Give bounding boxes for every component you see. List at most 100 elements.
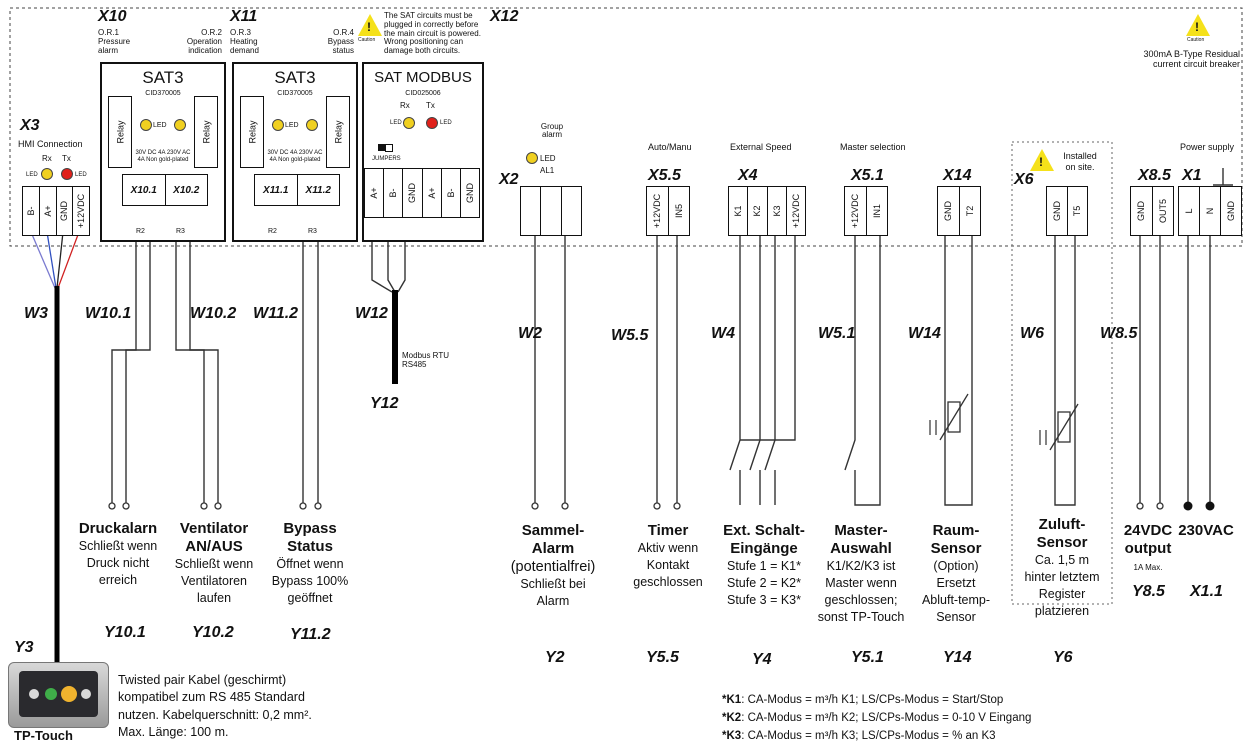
ventilator-description: Ventilator AN/AUS Schließt wenn Ventilat… <box>168 520 260 607</box>
modbus-led-label: LED <box>390 120 402 126</box>
x51-terminal: +12VDC <box>845 187 867 235</box>
w12-label: W12 <box>355 305 388 322</box>
y2-label: Y2 <box>545 649 565 666</box>
r2-label: R2 <box>136 228 145 235</box>
x2-terminal <box>562 187 581 235</box>
x1-label: X1 <box>1182 167 1202 184</box>
breaker-caution-text: Caution <box>1187 37 1205 43</box>
x4-terminal: K3 <box>768 187 787 235</box>
installed-warning-icon <box>1030 149 1054 171</box>
footnote-k3: *K3: CA-Modus = m³/h K3; LS/CPs-Modus = … <box>722 730 996 742</box>
x11-2-label: X11.2 <box>305 184 331 196</box>
y102-label: Y10.2 <box>192 624 234 641</box>
zuluft-sensor-text: Ca. 1,5 m hinter letztem Register platzi… <box>1024 553 1100 618</box>
hmi-tx-led <box>61 168 73 180</box>
led-indicator <box>306 119 318 131</box>
modbus-title: SAT MODBUS <box>374 69 472 86</box>
x1-terminal-block: L N GND <box>1178 186 1242 236</box>
or4-text: Bypass status <box>327 37 354 55</box>
x1-terminal: N <box>1200 187 1221 235</box>
bypass-description: Bypass Status Öffnet wenn Bypass 100% ge… <box>262 520 358 607</box>
x12-terminal: A+ <box>423 169 442 217</box>
x4-terminal: K1 <box>729 187 749 235</box>
relay-left: Relay <box>240 96 264 168</box>
zuluft-sensor-description: Zuluft-Sensor Ca. 1,5 m hinter letztem R… <box>1020 516 1104 620</box>
screen-button-icon <box>81 689 91 699</box>
breaker-warning-icon <box>1186 14 1210 36</box>
screen-button-icon <box>29 689 39 699</box>
caution-text: Caution <box>358 37 376 43</box>
druckalarm-text: Schließt wenn Druck nicht erreich <box>78 539 158 587</box>
sat3-module-x10: SAT3 CID370005 Relay Relay LED 30V DC 4A… <box>100 62 226 242</box>
w112-label: W11.2 <box>253 305 299 322</box>
x3-label: X3 <box>20 117 40 134</box>
sammel-alarm-text1: (potentialfrei) <box>510 559 596 575</box>
footnote-k2: *K2: CA-Modus = m³/h K2; LS/CPs-Modus = … <box>722 712 1032 724</box>
x12-terminal: GND <box>403 169 423 217</box>
bypass-text: Öffnet wenn Bypass 100% geöffnet <box>271 557 349 605</box>
w85-label: W8.5 <box>1100 325 1138 342</box>
x85-label: X8.5 <box>1138 167 1171 184</box>
led-label: LED <box>285 122 299 129</box>
x4-terminal: +12VDC <box>790 193 801 229</box>
y55-label: Y5.5 <box>646 649 679 666</box>
modbus-rx-label: Rx <box>400 101 410 110</box>
x12-terminal: B- <box>384 169 404 217</box>
or3-text: Heating demand <box>230 37 259 55</box>
tx-led <box>426 117 438 129</box>
or1-text: Pressure alarm <box>98 37 131 55</box>
y4-label: Y4 <box>752 651 772 668</box>
x85-terminal-block: GND OUT5 <box>1130 186 1174 236</box>
breaker-warning-mark-icon: ! <box>1195 20 1199 34</box>
hmi-rx-led <box>41 168 53 180</box>
y51-label: Y5.1 <box>851 649 884 666</box>
raum-sensor-description: Raum-Sensor (Option) Ersetzt Abluft-temp… <box>918 522 994 626</box>
power-supply-text: Power supply <box>1180 142 1235 152</box>
modbus-led-label: LED <box>440 120 452 126</box>
raum-sensor-text: (Option) Ersetzt Abluft-temp-Sensor <box>921 559 991 624</box>
x1-terminal: L <box>1179 187 1200 235</box>
x6-terminal: GND <box>1047 187 1068 235</box>
y3-label: Y3 <box>14 639 34 656</box>
x11-label: X11 <box>230 8 258 25</box>
modbus-rtu-text: Modbus RTU RS485 <box>402 351 449 369</box>
x14-label: X14 <box>943 167 972 184</box>
external-speed-text: External Speed <box>730 142 792 152</box>
x3-terminal: GND <box>57 187 74 235</box>
x12-terminal: GND <box>464 183 475 203</box>
x14-terminal-block: GND T2 <box>937 186 981 236</box>
sammel-alarm-title: Sammel-Alarm <box>521 522 585 557</box>
relay-rating: 30V DC 4A 230V AC 4A Non gold-plated <box>135 150 191 163</box>
tx-label: Tx <box>62 154 71 163</box>
y112-label: Y11.2 <box>290 626 331 643</box>
led-indicator <box>174 119 186 131</box>
sammel-alarm-description: Sammel-Alarm (potentialfrei) Schließt be… <box>503 522 603 610</box>
master-auswahl-title: Master-Auswahl <box>830 522 892 557</box>
y85-label: Y8.5 <box>1132 583 1165 600</box>
x55-terminal: IN5 <box>673 203 684 219</box>
timer-title: Timer <box>647 522 689 539</box>
x1-terminal: GND <box>1226 201 1236 221</box>
output-24vdc-text: 1A Max. <box>1133 563 1163 572</box>
timer-text: Aktiv wenn Kontakt geschlossen <box>633 541 703 589</box>
tp-touch-device <box>8 662 109 728</box>
led-indicator <box>140 119 152 131</box>
x4-terminal: K2 <box>748 187 768 235</box>
bypass-title: Bypass Status <box>283 520 337 555</box>
jumper-icon <box>385 144 393 152</box>
x6-label: X6 <box>1014 171 1034 188</box>
x3-terminal-block: B- A+ GND +12VDC <box>22 186 90 236</box>
x10-2-label: X10.2 <box>173 184 200 196</box>
screen-button-icon <box>61 686 77 702</box>
jumpers-label: JUMPERS <box>372 156 401 162</box>
y12-label: Y12 <box>370 395 399 412</box>
w101-label: W10.1 <box>85 305 132 322</box>
installed-on-site-outline <box>1011 141 1113 605</box>
sat3-id: CID370005 <box>277 90 313 97</box>
master-auswahl-text: K1/K2/K3 ist Master wenn geschlossen; so… <box>817 559 905 624</box>
x10-terminal-header: X10.1 X10.2 <box>122 174 208 206</box>
x10-1-label: X10.1 <box>123 175 166 205</box>
x14-terminal: GND <box>938 187 960 235</box>
breaker-text: 300mA B-Type Residual current circuit br… <box>1143 49 1240 70</box>
